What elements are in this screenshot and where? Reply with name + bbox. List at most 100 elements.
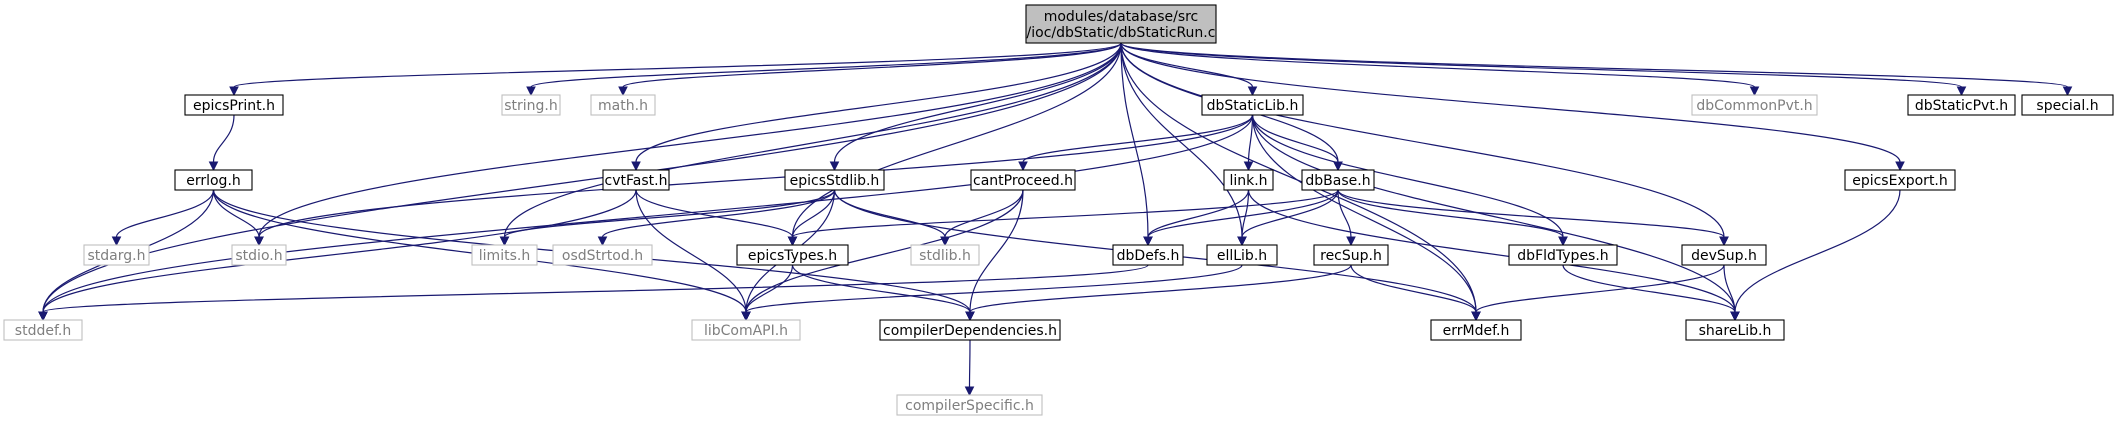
edge-root-to-string bbox=[526, 42, 1122, 97]
edge-dbStaticLib-to-dbBase bbox=[1251, 114, 1343, 172]
edge-dbBase-to-dbDefs bbox=[1143, 189, 1339, 247]
edge-root-to-epicsStdlib bbox=[829, 42, 1122, 172]
node-label: limits.h bbox=[479, 248, 530, 264]
node-libComAPI: libComAPI.h bbox=[691, 319, 801, 341]
node-label: recSup.h bbox=[1320, 248, 1382, 264]
node-epicsTypes[interactable]: epicsTypes.h bbox=[736, 244, 849, 266]
edge-epicsStdlib-to-limits bbox=[499, 189, 836, 247]
node-epicsExport[interactable]: epicsExport.h bbox=[1844, 169, 1956, 191]
edge-root-to-math bbox=[618, 42, 1122, 97]
node-label: epicsExport.h bbox=[1852, 173, 1948, 189]
node-stdarg: stdarg.h bbox=[83, 244, 150, 266]
node-errMdef[interactable]: errMdef.h bbox=[1430, 319, 1522, 341]
node-dbFldTypes[interactable]: dbFldTypes.h bbox=[1508, 244, 1618, 266]
node-math: math.h bbox=[590, 94, 656, 116]
node-label: devSup.h bbox=[1691, 248, 1757, 264]
edge-dbDefs-to-stddef bbox=[38, 264, 1149, 322]
edge-epicsTypes-to-compilerDependencies bbox=[791, 264, 975, 322]
node-label: dbDefs.h bbox=[1117, 248, 1180, 264]
edge-root-to-dbCommonPvt bbox=[1120, 42, 1760, 97]
edge-root-to-special bbox=[1120, 42, 2073, 97]
node-label: epicsTypes.h bbox=[748, 248, 837, 264]
node-dbCommonPvt: dbCommonPvt.h bbox=[1691, 94, 1818, 116]
edge-errlog-to-stdarg bbox=[111, 189, 215, 247]
edge-recSup-to-errMdef bbox=[1350, 264, 1481, 322]
node-stddef: stddef.h bbox=[3, 319, 83, 341]
node-label: dbFldTypes.h bbox=[1517, 248, 1608, 264]
node-label: special.h bbox=[2036, 98, 2098, 114]
edge-dbBase-to-dbFldTypes bbox=[1337, 189, 1568, 247]
node-root[interactable]: modules/database/src/ioc/dbStatic/dbStat… bbox=[1025, 4, 1217, 44]
node-recSup[interactable]: recSup.h bbox=[1313, 244, 1389, 266]
edge-root-to-epicsExport bbox=[1120, 42, 1905, 172]
edge-devSup-to-errMdef bbox=[1471, 264, 1725, 322]
node-label: stdarg.h bbox=[88, 248, 146, 264]
node-devSup[interactable]: devSup.h bbox=[1681, 244, 1767, 266]
node-label: errlog.h bbox=[186, 173, 241, 189]
edge-dbBase-to-recSup bbox=[1337, 189, 1356, 247]
node-dbDefs[interactable]: dbDefs.h bbox=[1112, 244, 1184, 266]
edge-root-to-epicsTypes bbox=[787, 42, 1122, 247]
edge-root-to-epicsPrint bbox=[229, 42, 1122, 97]
node-epicsPrint[interactable]: epicsPrint.h bbox=[184, 94, 284, 116]
node-compilerDependencies[interactable]: compilerDependencies.h bbox=[879, 319, 1061, 341]
node-string: string.h bbox=[501, 94, 561, 116]
node-label: dbBase.h bbox=[1305, 173, 1370, 189]
edge-epicsStdlib-to-osdStrtod bbox=[597, 189, 836, 247]
node-label: compilerSpecific.h bbox=[905, 398, 1034, 414]
node-label: string.h bbox=[504, 98, 558, 114]
node-label: link.h bbox=[1229, 173, 1267, 189]
node-label: cvtFast.h bbox=[605, 173, 668, 189]
edge-dbStaticLib-to-cantProceed bbox=[1018, 114, 1254, 172]
node-compilerSpecific: compilerSpecific.h bbox=[896, 394, 1043, 416]
node-special[interactable]: special.h bbox=[2021, 94, 2114, 116]
edge-dbStaticLib-to-stdio bbox=[254, 114, 1254, 247]
node-stdlib: stdlib.h bbox=[910, 244, 980, 266]
node-dbBase[interactable]: dbBase.h bbox=[1301, 169, 1375, 191]
edge-epicsPrint-to-errlog bbox=[208, 114, 235, 172]
edge-devSup-to-shareLib bbox=[1723, 264, 1740, 322]
node-epicsStdlib[interactable]: epicsStdlib.h bbox=[784, 169, 885, 191]
node-label: compilerDependencies.h bbox=[883, 323, 1057, 339]
edge-recSup-to-compilerDependencies bbox=[965, 264, 1352, 322]
edge-root-to-cvtFast bbox=[631, 42, 1122, 172]
node-label: stdio.h bbox=[235, 248, 282, 264]
node-dbStaticPvt[interactable]: dbStaticPvt.h bbox=[1907, 94, 2016, 116]
node-label: stddef.h bbox=[15, 323, 71, 339]
edge-compilerDependencies-to-compilerSpecific bbox=[964, 339, 975, 397]
edge-cvtFast-to-libComAPI bbox=[635, 189, 751, 322]
node-ellLib[interactable]: ellLib.h bbox=[1206, 244, 1278, 266]
edge-ellLib-to-libComAPI bbox=[741, 264, 1243, 322]
node-label: epicsPrint.h bbox=[193, 98, 275, 114]
node-label: dbStaticPvt.h bbox=[1915, 98, 2008, 114]
node-label: osdStrtod.h bbox=[562, 248, 643, 264]
node-label: stdlib.h bbox=[919, 248, 971, 264]
node-link[interactable]: link.h bbox=[1223, 169, 1274, 191]
node-label: libComAPI.h bbox=[704, 323, 788, 339]
node-label: /ioc/dbStatic/dbStaticRun.c bbox=[1027, 25, 1216, 41]
node-limits: limits.h bbox=[471, 244, 538, 266]
edge-cantProceed-to-stdlib bbox=[940, 189, 1024, 247]
node-cantProceed[interactable]: cantProceed.h bbox=[970, 169, 1076, 191]
node-label: math.h bbox=[598, 98, 648, 114]
edge-dbBase-to-epicsTypes bbox=[787, 189, 1339, 247]
edge-root-to-dbStaticPvt bbox=[1120, 42, 1967, 97]
edge-dbBase-to-devSup bbox=[1337, 189, 1729, 247]
edge-dbBase-to-ellLib bbox=[1237, 189, 1339, 247]
node-label: epicsStdlib.h bbox=[790, 173, 880, 189]
node-label: ellLib.h bbox=[1217, 248, 1267, 264]
edge-epicsStdlib-to-stdlib bbox=[833, 189, 950, 247]
node-dbStaticLib[interactable]: dbStaticLib.h bbox=[1201, 94, 1304, 116]
node-label: dbCommonPvt.h bbox=[1696, 98, 1812, 114]
node-label: shareLib.h bbox=[1699, 323, 1772, 339]
node-errlog[interactable]: errlog.h bbox=[174, 169, 253, 191]
edge-root-to-dbStaticLib bbox=[1120, 42, 1258, 97]
node-osdStrtod: osdStrtod.h bbox=[552, 244, 653, 266]
edge-root-to-limits bbox=[499, 42, 1122, 247]
node-label: errMdef.h bbox=[1443, 323, 1510, 339]
node-label: cantProceed.h bbox=[973, 173, 1073, 189]
node-cvtFast[interactable]: cvtFast.h bbox=[602, 169, 670, 191]
node-shareLib[interactable]: shareLib.h bbox=[1685, 319, 1785, 341]
edge-dbStaticLib-to-shareLib bbox=[1251, 114, 1740, 322]
